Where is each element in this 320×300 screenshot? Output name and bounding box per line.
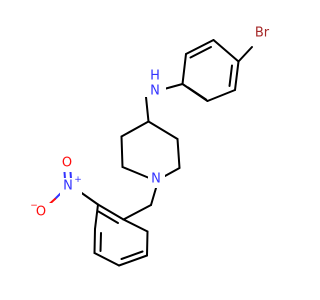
bond bbox=[165, 83, 184, 90]
bond bbox=[97, 210, 119, 224]
nitro-nitrogen-atom: N + bbox=[60, 175, 82, 196]
bond bbox=[118, 254, 148, 267]
atom-label-background bbox=[251, 24, 273, 41]
bond bbox=[120, 250, 144, 260]
atom-label-background bbox=[145, 70, 166, 97]
bond bbox=[93, 252, 120, 267]
atom-symbol: N bbox=[63, 179, 73, 194]
piperidine-nitrogen-atom: N bbox=[148, 170, 165, 188]
bond bbox=[189, 46, 212, 59]
bond bbox=[69, 171, 72, 180]
atom-label-background bbox=[60, 178, 82, 196]
nitro-oxygen-anion-atom: O − bbox=[30, 201, 53, 221]
bond bbox=[99, 232, 102, 252]
bond bbox=[237, 46, 253, 63]
atom-label-background bbox=[32, 203, 53, 221]
bond bbox=[147, 120, 179, 140]
bond bbox=[187, 86, 207, 101]
bond bbox=[185, 39, 215, 55]
bond bbox=[93, 228, 96, 254]
bond bbox=[122, 218, 149, 233]
atom-label-background bbox=[148, 170, 165, 188]
bond bbox=[206, 89, 236, 102]
atom-symbol: O bbox=[62, 156, 72, 171]
atom-label-background bbox=[59, 154, 76, 172]
nitro-oxygen-double-atom: O bbox=[59, 154, 76, 172]
bond bbox=[212, 39, 240, 63]
bond bbox=[63, 171, 66, 180]
bond bbox=[97, 203, 125, 221]
bond bbox=[176, 138, 181, 169]
bonds bbox=[49, 39, 253, 267]
bond bbox=[228, 64, 233, 87]
bond bbox=[120, 120, 150, 138]
atom-symbol: Br bbox=[255, 26, 270, 41]
amine-nitrogen-atom: H N bbox=[145, 69, 166, 99]
bond bbox=[120, 135, 124, 168]
bond bbox=[164, 167, 181, 177]
molecule-diagram: Br H N N N + O − O bbox=[30, 24, 273, 267]
bond bbox=[94, 203, 99, 230]
atom-symbol: H bbox=[150, 69, 160, 84]
negative-charge: − bbox=[30, 201, 38, 211]
bond bbox=[150, 187, 157, 206]
atom-symbol: N bbox=[151, 172, 161, 187]
bond bbox=[146, 230, 149, 257]
atom-labels: Br H N N N + O − O bbox=[30, 24, 273, 221]
bond bbox=[181, 53, 187, 85]
bond bbox=[121, 166, 149, 179]
bond bbox=[49, 198, 56, 205]
atom-symbol: O bbox=[36, 205, 46, 220]
bond bbox=[122, 204, 152, 221]
atom-symbol: N bbox=[150, 84, 160, 99]
bond bbox=[145, 96, 150, 123]
positive-charge: + bbox=[74, 175, 82, 185]
bond bbox=[234, 60, 240, 91]
bromine-atom: Br bbox=[251, 24, 273, 41]
